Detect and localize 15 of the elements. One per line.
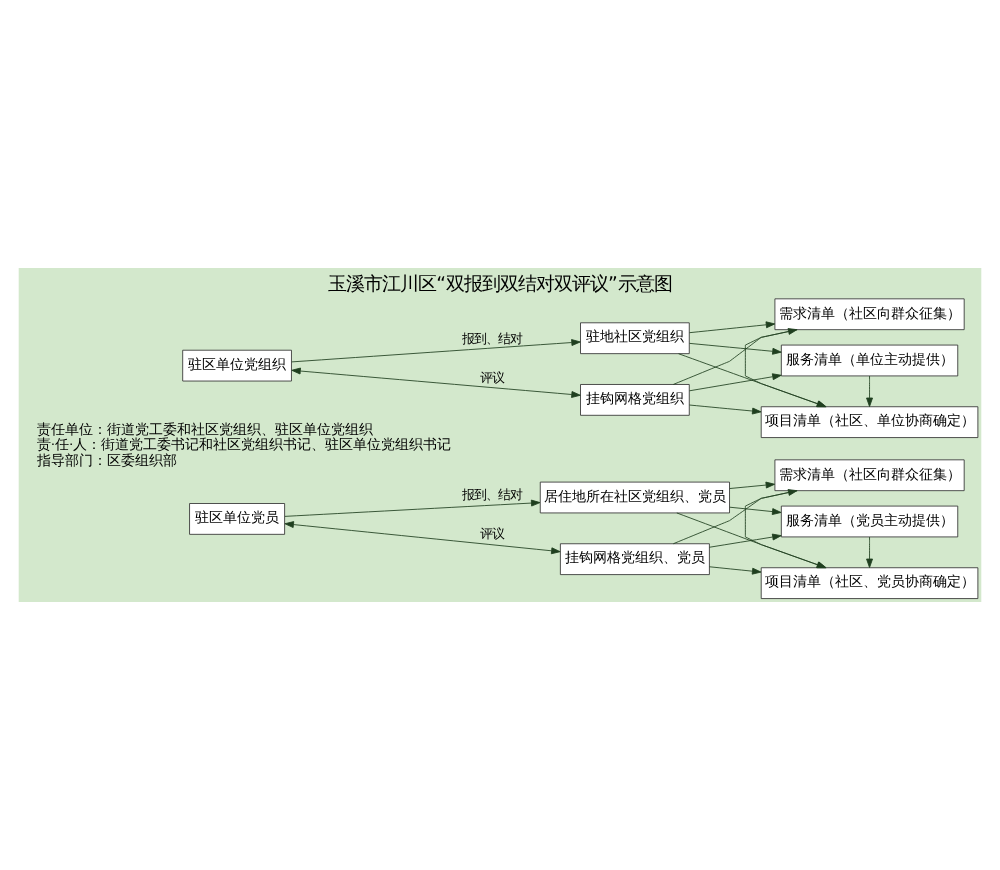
arrow <box>866 536 873 568</box>
arrow <box>284 521 561 555</box>
arrow <box>689 373 782 392</box>
arrow <box>866 375 873 407</box>
arrow <box>709 533 782 548</box>
arrow <box>689 404 762 415</box>
diagram-title: 玉溪市江川区“双报到双结对双评议”示意图 <box>328 273 672 296</box>
arrow <box>689 321 776 334</box>
arrow <box>284 499 541 517</box>
arrow <box>291 339 581 363</box>
arrow <box>729 506 782 515</box>
arrow <box>689 342 782 355</box>
arrow <box>729 481 776 489</box>
arrow <box>291 367 581 398</box>
arrow <box>709 566 762 575</box>
